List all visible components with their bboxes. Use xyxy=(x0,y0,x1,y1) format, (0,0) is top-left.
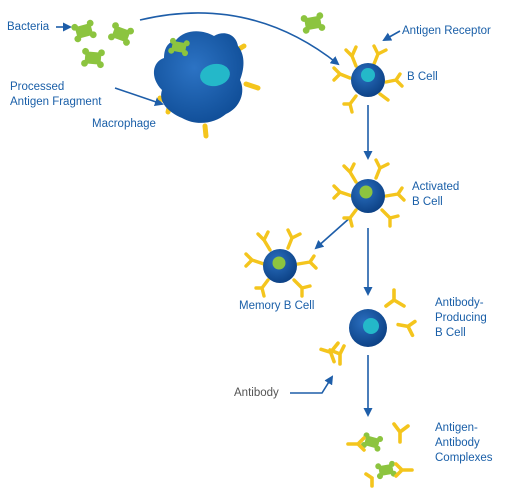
antibody-icon xyxy=(328,288,417,366)
arrow-processed xyxy=(114,87,164,107)
activated-b-cell-label-line2: B Cell xyxy=(412,196,443,208)
activated-b-cell-label-line1: Activated xyxy=(412,181,460,193)
complexes-label-line1: Antigen- xyxy=(435,422,478,434)
processed-antigen-label-line2: Antigen Fragment xyxy=(10,96,102,108)
b-cell-icon xyxy=(332,44,404,114)
bacteria-label: Bacteria xyxy=(7,21,50,33)
antibody-producing-label-line1: Antibody- xyxy=(435,297,484,309)
arrows xyxy=(56,12,401,417)
b-cell-label: B Cell xyxy=(407,71,438,83)
antibody-producing-b-cell-label: Antibody- Producing B Cell xyxy=(435,296,487,341)
memory-b-cell-label: Memory B Cell xyxy=(239,300,315,312)
antibody-producing-b-cell-icon xyxy=(349,309,387,347)
complexes-label-line3: Complexes xyxy=(435,452,493,464)
processed-antigen-label: Processed Antigen Fragment xyxy=(10,80,101,110)
memory-b-cell-icon xyxy=(244,228,318,298)
complexes-label-line2: Antibody xyxy=(435,437,480,449)
arrow-bacteria-to-bcell xyxy=(139,12,340,66)
antibody-icon-lone xyxy=(319,341,340,364)
antibody-producing-label-line3: B Cell xyxy=(435,327,466,339)
antigen-antibody-complexes-label: Antigen- Antibody Complexes xyxy=(435,421,493,466)
arrow-antibody xyxy=(290,375,334,394)
antigen-receptor-label: Antigen Receptor xyxy=(402,25,491,37)
antibody-producing-label-line2: Producing xyxy=(435,312,487,324)
bacteria-icon xyxy=(71,12,326,69)
activated-b-cell-label: Activated B Cell xyxy=(412,180,459,210)
macrophage-icon xyxy=(153,31,261,139)
arrow-receptor xyxy=(382,30,401,41)
antigen-antibody-complex-icon xyxy=(346,422,414,488)
antibody-label: Antibody xyxy=(234,387,279,399)
arrow-activated-to-memory xyxy=(314,215,353,250)
processed-antigen-label-line1: Processed xyxy=(10,81,65,93)
activated-b-cell-icon xyxy=(332,158,406,228)
macrophage-label: Macrophage xyxy=(92,118,156,130)
